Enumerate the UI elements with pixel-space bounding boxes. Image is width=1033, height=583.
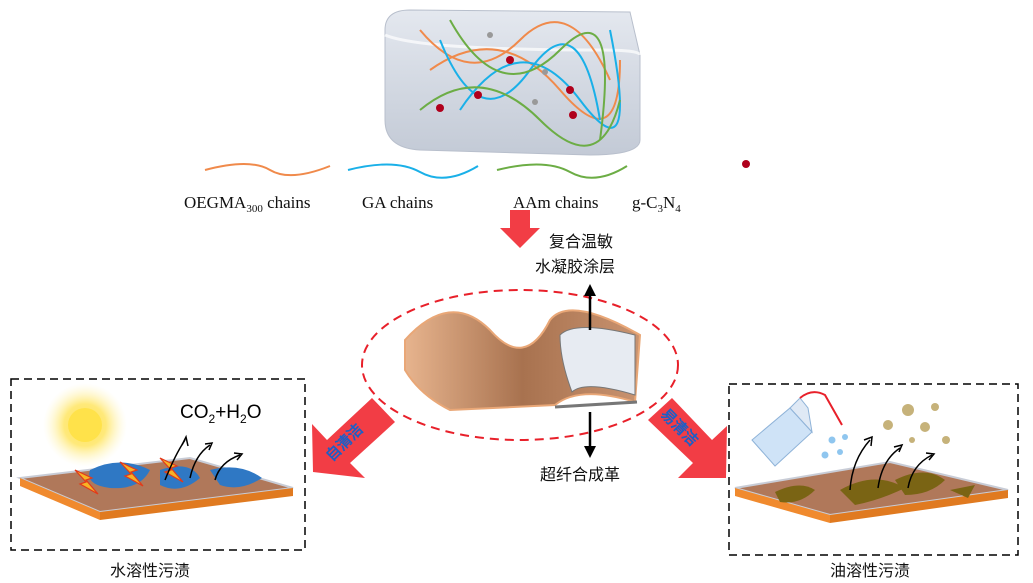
oil-stain-caption: 油溶性污渍 [830,561,910,580]
oil-stains [775,472,975,505]
coating-label-line1: 复合温敏 [549,232,613,251]
gc3n4-swatch [742,160,750,168]
substrate-label: 超纤合成革 [540,465,620,484]
legend-label-aam: AAm chains [513,193,598,212]
evaporation-arrows [164,434,244,481]
aam-chain-swatch [496,163,628,179]
ga-chain-swatch [347,163,479,179]
water-stain-caption: 水溶性污渍 [110,561,190,580]
oil-stain-panel [728,383,1019,556]
water-stain-panel: CO2+H2O [10,378,306,551]
process-arrow [500,210,540,248]
oegma-chain-swatch [204,163,331,177]
legend-label-ga: GA chains [362,193,433,212]
water-drops [821,434,848,459]
easy-cleaning-arrow: 易清洁 [648,398,727,478]
coated-leather-sheet [404,309,642,412]
co2-h2o-formula: CO2+H2O [180,402,261,426]
release-arrows [849,435,936,491]
legend-label-gc3n4: g-C3N4 [632,193,681,215]
substrate-pointer-arrow [584,412,596,458]
dashed-ellipse [361,289,679,441]
self-cleaning-arrow: 自清洁 [312,398,395,478]
legend: OEGMA300 chains GA chains AAm chains g-C… [184,160,750,215]
oil-particles [883,403,950,444]
legend-label-oegma: OEGMA300 chains [184,193,311,215]
lightning-icons [74,457,184,495]
hydrogel-block [384,9,642,156]
wash-bottle-icon [751,391,843,467]
coating-label-line2: 水凝胶涂层 [535,257,615,276]
coating-pointer-arrow [584,284,596,330]
